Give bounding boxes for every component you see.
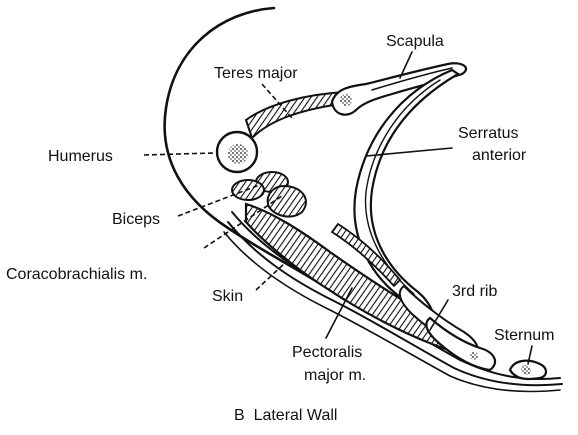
humerus-marrow bbox=[228, 144, 248, 164]
label-major-m: major m. bbox=[304, 367, 366, 384]
sternum-stipple bbox=[521, 365, 531, 375]
label-teres-major: Teres major bbox=[214, 65, 298, 82]
label-scapula: Scapula bbox=[386, 33, 444, 50]
label-sternum: Sternum bbox=[494, 327, 554, 344]
leader-skin bbox=[256, 262, 286, 290]
leader-humerus bbox=[144, 153, 214, 155]
label-serratus: Serratus bbox=[458, 125, 518, 142]
figure-caption: B Lateral Wall bbox=[234, 407, 337, 424]
teres-major-muscle bbox=[246, 92, 346, 138]
label-anterior: anterior bbox=[472, 147, 527, 164]
label-coracobrachialis: Coracobrachialis m. bbox=[6, 266, 147, 283]
label-pectoralis: Pectoralis bbox=[292, 344, 362, 361]
label-skin: Skin bbox=[212, 288, 243, 305]
scapula-stipple bbox=[340, 94, 352, 106]
label-biceps: Biceps bbox=[112, 211, 160, 228]
label-humerus: Humerus bbox=[48, 148, 113, 165]
third-rib-stipple bbox=[470, 352, 478, 360]
label-third-rib: 3rd rib bbox=[452, 283, 497, 300]
